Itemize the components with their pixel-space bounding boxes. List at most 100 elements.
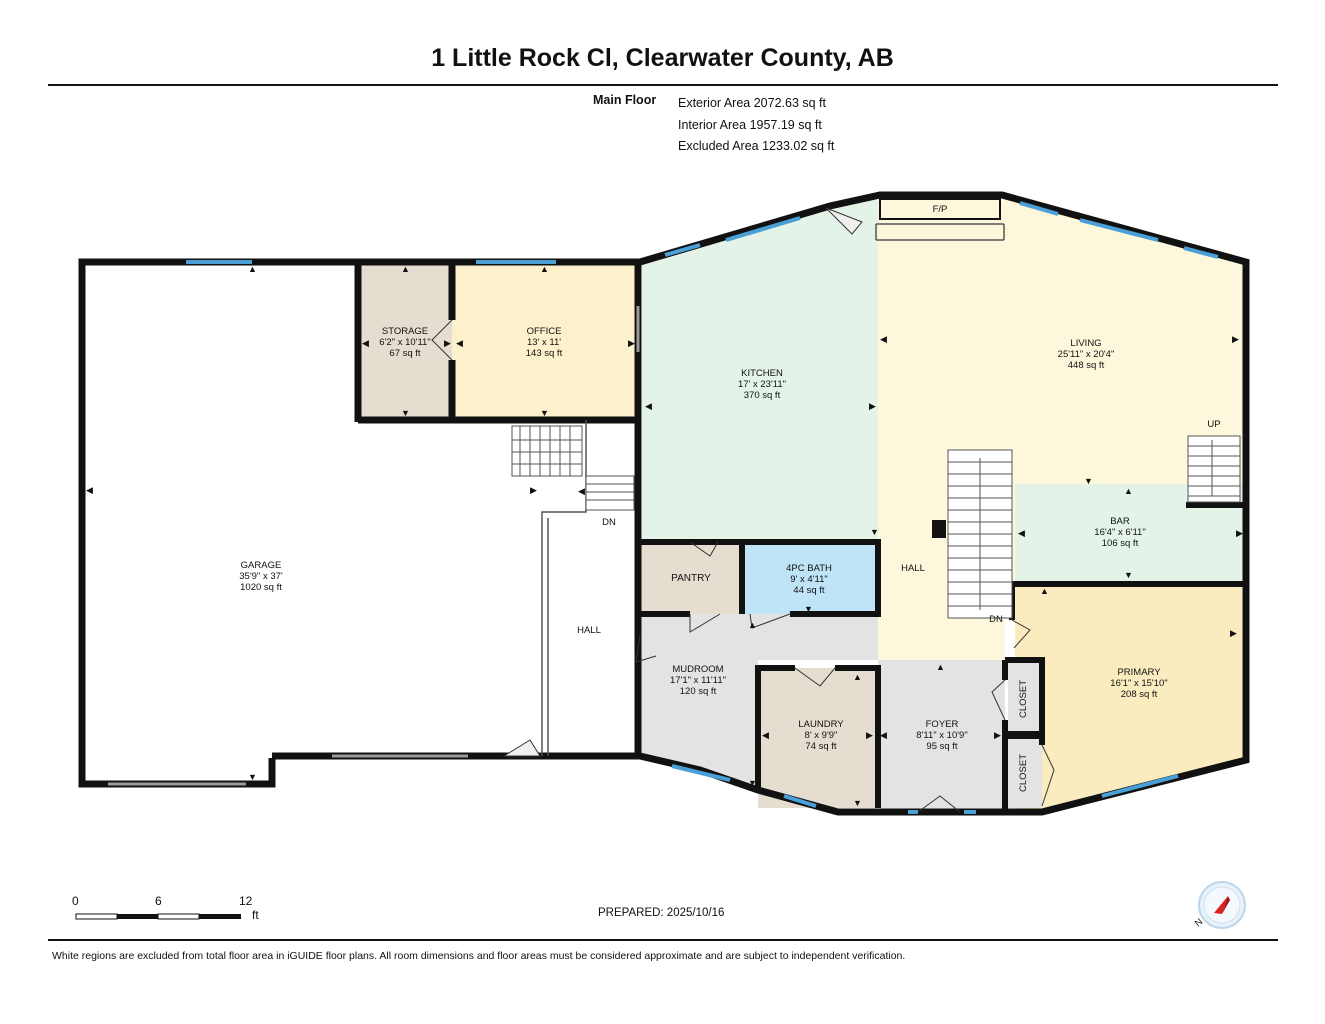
exterior-area: Exterior Area 2072.63 sq ft	[678, 96, 827, 110]
storage-fill	[358, 262, 452, 420]
garage-wall	[78, 258, 640, 788]
svg-text:◀: ◀	[578, 486, 585, 496]
svg-text:◀: ◀	[762, 730, 769, 740]
garage-name: GARAGE	[241, 560, 282, 571]
disclaimer: White regions are excluded from total fl…	[52, 950, 906, 962]
bath-area: 44 sq ft	[793, 585, 825, 596]
mudroom-fill	[640, 614, 878, 790]
kitchen-fill	[642, 196, 878, 540]
svg-text:▶: ▶	[1230, 628, 1237, 638]
svg-text:▲: ▲	[1040, 586, 1049, 596]
office-dims: 13' x 11'	[527, 337, 561, 348]
svg-text:▼: ▼	[1084, 476, 1093, 486]
storage-name: STORAGE	[382, 326, 428, 337]
laundry-name: LAUNDRY	[798, 719, 844, 730]
svg-text:▲: ▲	[248, 264, 257, 274]
svg-text:▶: ▶	[444, 338, 451, 348]
svg-text:◀: ◀	[880, 730, 887, 740]
svg-text:◀: ◀	[880, 334, 887, 344]
closet1-name: CLOSET	[1018, 680, 1029, 718]
svg-text:◀: ◀	[86, 485, 93, 495]
left-wing-wall	[540, 262, 642, 760]
garage-area: 1020 sq ft	[240, 582, 282, 593]
svg-text:▼: ▼	[748, 778, 757, 788]
fireplace	[879, 198, 1001, 220]
stairs-down-label-center: DN	[989, 614, 1003, 625]
svg-text:▶: ▶	[869, 401, 876, 411]
svg-text:▲: ▲	[1124, 486, 1133, 496]
laundry-area: 74 sq ft	[805, 741, 837, 752]
bath-fill	[744, 542, 876, 614]
living-dims: 25'11" x 20'4"	[1058, 349, 1115, 360]
kitchen-dims: 17' x 23'11"	[738, 379, 786, 390]
svg-text:▼: ▼	[804, 604, 813, 614]
mudroom-dims: 17'1" x 11'11"	[670, 675, 726, 686]
foyer-fill	[878, 660, 1005, 810]
dimension-marks: ▲ ▼ ◀ ▶ ▲ ▼ ◀ ▶ ▲ ▼ ◀ ▶ ◀ ▶ ▼ ◀ ▶ ▼ ▲ ◀ ▶ ▼ ▲ ▶ ▲ ◀ ▶…	[86, 264, 1243, 808]
scale-tick-0: 0	[72, 894, 79, 908]
svg-text:◀: ◀	[456, 338, 463, 348]
svg-text:▼: ▼	[401, 408, 410, 418]
laundry-fill	[758, 668, 876, 808]
storage-area: 67 sq ft	[389, 348, 421, 359]
scale-unit: ft	[252, 908, 259, 922]
office-name: OFFICE	[527, 326, 562, 337]
stairs-right	[1187, 435, 1241, 503]
page-title: 1 Little Rock Cl, Clearwater County, AB	[431, 44, 894, 72]
kitchen-area: 370 sq ft	[744, 390, 781, 401]
garage-dims: 35'9" x 37'	[239, 571, 283, 582]
svg-text:▼: ▼	[853, 798, 862, 808]
kitchen-name: KITCHEN	[741, 368, 783, 379]
stairs-center	[947, 449, 1013, 619]
fireplace-label: F/P	[933, 204, 948, 215]
svg-text:▲: ▲	[853, 672, 862, 682]
header-divider	[48, 84, 1278, 86]
primary-area: 208 sq ft	[1121, 689, 1158, 700]
svg-text:▼: ▼	[870, 527, 879, 537]
svg-text:▲: ▲	[401, 264, 410, 274]
hall-center-name: HALL	[901, 563, 925, 574]
svg-text:▶: ▶	[628, 338, 635, 348]
bar-area: 106 sq ft	[1102, 538, 1139, 549]
storage-dims: 6'2" x 10'11"	[379, 337, 430, 348]
prepared-date: PREPARED: 2025/10/16	[598, 907, 725, 919]
primary-dims: 16'1" x 15'10"	[1110, 678, 1167, 689]
closet2-fill	[1008, 736, 1042, 808]
bath-name: 4PC BATH	[786, 563, 832, 574]
pantry-name: PANTRY	[671, 573, 711, 584]
north-wall	[639, 191, 1250, 816]
mudroom-area: 120 sq ft	[680, 686, 717, 697]
laundry-dims: 8' x 9'9"	[805, 730, 838, 741]
svg-text:▶: ▶	[530, 485, 537, 495]
stairs-garage	[511, 425, 635, 511]
compass-icon	[1198, 881, 1246, 929]
stairs-down-label-left: DN	[602, 517, 616, 528]
primary-name: PRIMARY	[1117, 667, 1161, 678]
svg-text:▲: ▲	[936, 662, 945, 672]
scale-bar	[75, 913, 241, 920]
svg-text:▶: ▶	[866, 730, 873, 740]
svg-text:◀: ◀	[1018, 528, 1025, 538]
mudroom-name: MUDROOM	[672, 664, 723, 675]
svg-text:▼: ▼	[540, 408, 549, 418]
footer-divider	[48, 939, 1278, 941]
living-area: 448 sq ft	[1068, 360, 1105, 371]
svg-text:◀: ◀	[645, 401, 652, 411]
svg-text:▶: ▶	[1236, 528, 1243, 538]
windows	[186, 201, 1219, 814]
foyer-dims: 8'11" x 10'9"	[916, 730, 967, 741]
svg-text:◀: ◀	[362, 338, 369, 348]
svg-text:▼: ▼	[248, 772, 257, 782]
bath-dims: 9' x 4'11"	[790, 574, 827, 585]
closet2-name: CLOSET	[1018, 754, 1029, 792]
bar-name: BAR	[1110, 516, 1130, 527]
foyer-name: FOYER	[926, 719, 959, 730]
svg-text:▶: ▶	[1232, 334, 1239, 344]
area-summary: Exterior Area 2072.63 sq ft Interior Are…	[678, 93, 834, 158]
svg-text:▲: ▲	[748, 620, 757, 630]
primary-fill	[1015, 584, 1242, 810]
svg-text:▶: ▶	[994, 730, 1001, 740]
stairs-up-label: UP	[1207, 419, 1220, 430]
svg-text:▼: ▼	[1124, 570, 1133, 580]
